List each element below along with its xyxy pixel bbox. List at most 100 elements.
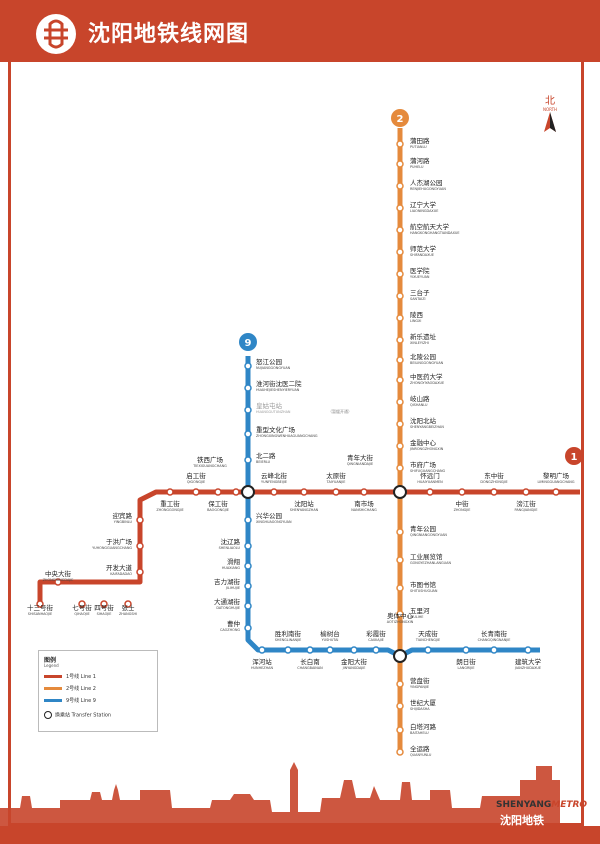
- line2-station-8: [396, 292, 404, 300]
- line9-station-16: [350, 646, 358, 654]
- legend-line9-label: 9号线 Line 9: [66, 698, 96, 704]
- line9-station-label-10-zh: 大通湖街: [214, 597, 241, 606]
- transfer-aotizhongxin: [393, 649, 407, 663]
- brand-en-a: SHENYANG: [496, 800, 552, 810]
- line1-station-label-22-en: LIMINGGUANGCHANG: [538, 480, 575, 484]
- line1-station-label-1-zh: 十三号街: [27, 603, 54, 612]
- line1-station-11: [214, 488, 222, 496]
- line9-station-label-2-en: HUAIHEJIESHENYIERYUAN: [256, 388, 300, 392]
- line2-station-label-7-zh: 医学院: [410, 266, 430, 275]
- line9-station-label-22-en: JIANZHUDAXUE: [514, 666, 541, 670]
- line9-station-label-20-zh: 朗日街: [456, 657, 476, 666]
- line2-station-label-19-zh: 市图书馆: [410, 580, 437, 589]
- line1-station-20: [490, 488, 498, 496]
- line1-station-4: [100, 600, 108, 608]
- line2-station-label-6-en: SHIFANDAXUE: [410, 253, 434, 257]
- line9-station-4: [244, 430, 252, 438]
- line9-station-label-19-zh: 天成街: [418, 629, 438, 638]
- line2-station-label-10-zh: 新乐遗址: [410, 332, 437, 341]
- line9-station-label-9-zh: 吉力湖街: [214, 577, 241, 586]
- line1-station-12: [232, 488, 240, 496]
- line9-station-label-19-en: TIANCHENGJIE: [415, 638, 440, 642]
- line2-station-22: [396, 702, 404, 710]
- line9-station-14: [306, 646, 314, 654]
- line1-station-label-17-en: QINGNIANDAJIE: [347, 462, 373, 466]
- line2-station-label-2-zh: 蒲河路: [410, 156, 430, 165]
- line9-station-label-8-zh: 滑翔: [227, 557, 241, 566]
- line9-station-label-16-en: JINYANGDAJIE: [342, 666, 366, 670]
- line1-badge: [565, 447, 583, 465]
- line9-station-11: [244, 624, 252, 632]
- line1-station-label-14-zh: 沈阳站: [294, 499, 314, 508]
- line2-station-label-5-en: HANGKONGHANGTIANDAXUE: [410, 231, 460, 235]
- line9-station-label-3-en: HUANGGUTUNZHAN: [256, 410, 291, 414]
- line1-station-19: [458, 488, 466, 496]
- line2-station-3: [396, 182, 404, 190]
- metro-logo-icon: [36, 14, 76, 54]
- line2-station-label-12-en: ZHONGYIYAODAXUE: [410, 381, 444, 385]
- line1-station-label-10-en: QIGONGJIE: [187, 480, 205, 484]
- line2-station-label-16-zh: 市府广场: [410, 460, 437, 469]
- line2-station-label-9-en: LINGXI: [410, 319, 421, 323]
- city-skyline: [0, 762, 560, 826]
- legend-transfer-label: 换乘站 Transfer Station: [55, 712, 112, 719]
- line9-badge-label: 9: [245, 338, 252, 349]
- transfer-beierlu-area: [241, 485, 255, 499]
- line1-station-label-21-zh: 滂江街: [516, 499, 536, 508]
- line9-station-1: [244, 362, 252, 370]
- line2-station-1: [396, 140, 404, 148]
- line9-station-label-21-zh: 长青南街: [481, 629, 508, 638]
- legend: 图例 Legend 1号线 Line 1 2号线 Line 2 9号线 Line…: [38, 650, 158, 732]
- legend-transfer: 换乘站 Transfer Station: [44, 711, 154, 719]
- line1-station-label-8-zh: 迎宾路: [113, 511, 133, 520]
- line1-station-18: [426, 488, 434, 496]
- line2-station-label-4-zh: 辽宁大学: [410, 200, 437, 209]
- line9-station-5: [244, 456, 252, 464]
- line1-station-label-18-en: HUAIYUANMEN: [417, 480, 443, 484]
- line2-station-23: [396, 726, 404, 734]
- line2-station-label-14-zh: 沈阳北站: [410, 416, 437, 425]
- line9-station-10: [244, 602, 252, 610]
- line9-station-label-22-zh: 建筑大学: [515, 657, 542, 666]
- line9-station-label-18-zh: 奥体中心: [387, 611, 414, 620]
- line1-station-label-20-zh: 东中街: [484, 471, 504, 480]
- line2-station-label-22-zh: 世纪大厦: [410, 698, 437, 707]
- line2-station-12: [396, 376, 404, 384]
- line9-station-label-13-en: SHENGLINANJIE: [275, 638, 301, 642]
- line1-station-label-9-zh: 重工街: [160, 499, 180, 508]
- line2-station-label-15-zh: 金融中心: [410, 438, 437, 447]
- line9-station-label-6-en: XINGHUAGONGYUAN: [256, 520, 292, 524]
- line1-station-label-13-zh: 云峰北街: [261, 471, 288, 480]
- line9-station-label-12-en: HUNHEZHAN: [251, 666, 273, 670]
- line1-station-label-15-en: TAIYUANJIE: [326, 480, 346, 484]
- line1-station-8: [136, 516, 144, 524]
- line9-station-label-10-en: DATONGHUJIE: [216, 606, 240, 610]
- line1-station-label-4-zh: 四号街: [94, 603, 114, 612]
- line1-station-label-5-en: ZHANGSHI: [119, 612, 137, 616]
- line9-station-label-15-en: YUSHUTAI: [322, 638, 339, 642]
- line2-station-21: [396, 680, 404, 688]
- line2-badge-label: 2: [397, 114, 404, 125]
- line9-station-label-14-en: CHANGBAINAN: [297, 666, 323, 670]
- line9-station-6: [244, 516, 252, 524]
- line2-station-17: [396, 528, 404, 536]
- line2-station-label-3-en: RENJIEHUGONGYUAN: [410, 187, 446, 191]
- line2-station-15: [396, 442, 404, 450]
- line1-station-label-6-en: KAIFADADAO: [110, 572, 132, 576]
- line2-station-14: [396, 420, 404, 428]
- line1-station-7: [136, 542, 144, 550]
- line1-station-label-2-zh: 中央大街: [45, 569, 72, 578]
- line1-station-label-9-en: ZHONGGONGJIE: [156, 508, 183, 512]
- line2-station-2: [396, 160, 404, 168]
- line1-station-label-12-zh: 铁西广场: [197, 455, 224, 464]
- north-label-zh: 北: [545, 95, 555, 107]
- line2-station-label-1-en: PUTIANLU: [410, 145, 427, 149]
- legend-line1: 1号线 Line 1: [44, 673, 154, 680]
- line9-station-label-2-zh: 淮河街沈医二院: [256, 379, 302, 388]
- line2-station-label-8-zh: 三台子: [410, 288, 430, 297]
- line9-station-22: [524, 646, 532, 654]
- line1-path: [37, 489, 580, 604]
- line2-station-label-24-en: QUANYUNLU: [410, 753, 432, 757]
- legend-line2: 2号线 Line 2: [44, 685, 154, 692]
- line2-station-label-24-zh: 全运路: [410, 744, 430, 753]
